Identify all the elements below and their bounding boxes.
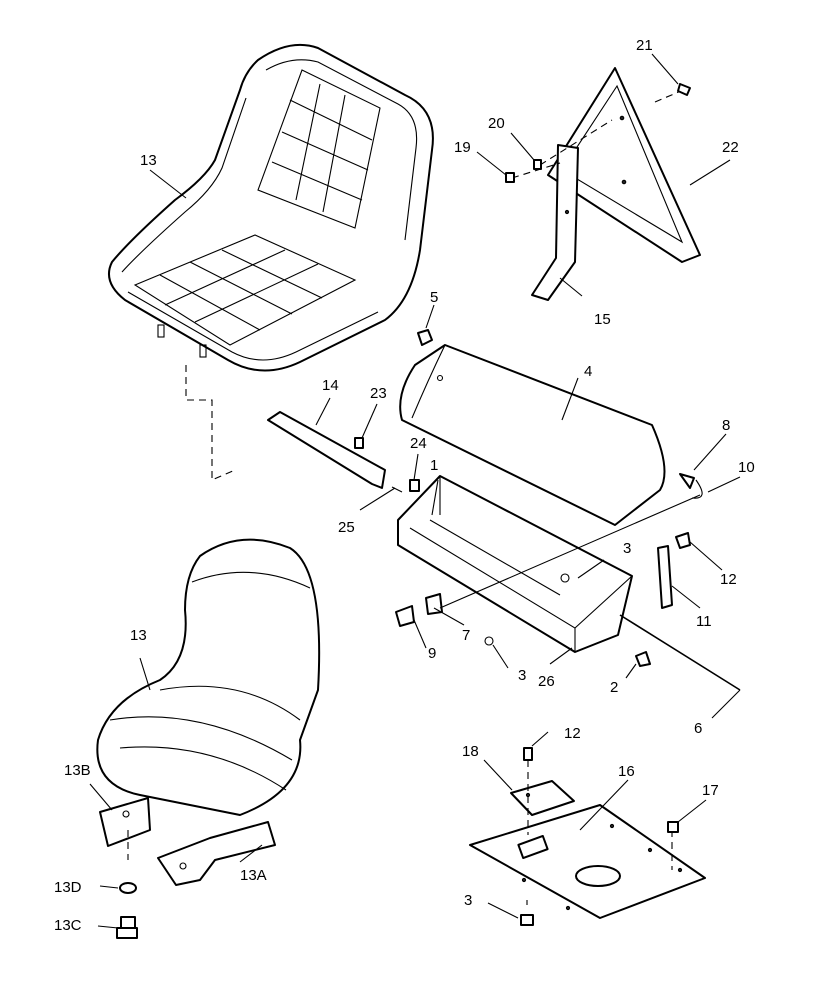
callout-18: 18 <box>462 743 479 760</box>
callout-4: 4 <box>584 363 592 380</box>
smv-sign-part <box>547 67 701 263</box>
leader-lines <box>89 53 741 929</box>
base-plate-16-part <box>469 804 706 919</box>
callout-10: 10 <box>738 459 755 476</box>
callout-13A: 13A <box>240 867 267 884</box>
callout-13B: 13B <box>64 762 91 779</box>
callout-2: 2 <box>610 679 618 696</box>
hardware-13C-13D <box>116 830 138 939</box>
callout-24: 24 <box>410 435 427 452</box>
arm-14-part <box>267 411 420 493</box>
callout-11: 11 <box>696 613 712 630</box>
callout-3-plate: 3 <box>464 892 472 909</box>
callout-20: 20 <box>488 115 505 132</box>
callout-13-upper: 13 <box>140 152 157 169</box>
callout-5: 5 <box>430 289 438 306</box>
upper-seat-part <box>108 43 434 481</box>
small-hardware <box>395 473 741 691</box>
callout-labels: 13 13 13B 13A 13D 13C 14 23 24 25 1 5 4 … <box>54 37 755 934</box>
callout-13D: 13D <box>54 879 82 896</box>
callout-17: 17 <box>702 782 719 799</box>
callout-9: 9 <box>428 645 436 662</box>
callout-14: 14 <box>322 377 339 394</box>
callout-22: 22 <box>722 139 739 156</box>
bolts-12-17-3 <box>520 747 679 926</box>
toolbox-1-part <box>397 475 633 653</box>
callout-19: 19 <box>454 139 471 156</box>
bracket-15-part <box>531 144 579 301</box>
hardware-19-20-21 <box>505 83 691 183</box>
callout-23: 23 <box>370 385 387 402</box>
callout-12-plate: 12 <box>564 725 581 742</box>
callout-8: 8 <box>722 417 730 434</box>
callout-7: 7 <box>462 627 470 644</box>
lower-seat-part <box>96 538 321 816</box>
plate-18-part <box>510 780 575 816</box>
seat-frame-13A-part <box>157 821 276 886</box>
callout-12-toolbox: 12 <box>720 571 737 588</box>
callout-13C: 13C <box>54 917 82 934</box>
lid-4-part <box>399 329 666 526</box>
callout-25: 25 <box>338 519 355 536</box>
callout-26: 26 <box>538 673 555 690</box>
callout-16: 16 <box>618 763 635 780</box>
callout-3-toolbox: 3 <box>623 540 631 557</box>
callout-13-lower: 13 <box>130 627 147 644</box>
callout-6: 6 <box>694 720 702 737</box>
callout-1: 1 <box>430 457 438 474</box>
seat-bracket-13B-part <box>99 797 151 847</box>
callout-21: 21 <box>636 37 653 54</box>
callout-15: 15 <box>594 311 611 328</box>
callout-3-lower: 3 <box>518 667 526 684</box>
